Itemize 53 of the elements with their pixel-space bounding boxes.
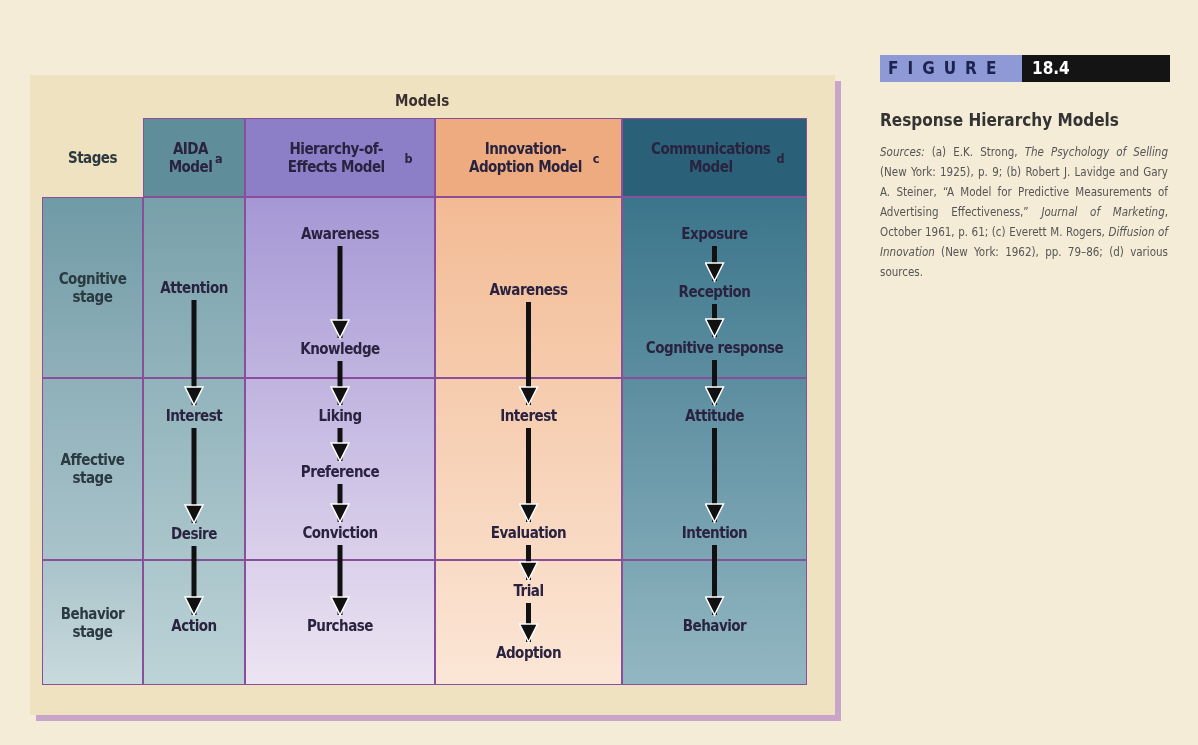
model-column — [143, 118, 245, 685]
arrow — [518, 302, 539, 406]
models-heading: Models — [395, 92, 450, 110]
model-column — [622, 118, 807, 685]
stage-term: Trial — [513, 582, 544, 600]
model-column — [435, 118, 622, 685]
stage-term: Intention — [681, 524, 748, 542]
stage-term: Attention — [160, 279, 228, 297]
stage-term: Attitude — [685, 407, 744, 425]
column-header: AIDA Model$^{a}$ — [144, 119, 244, 198]
stage-term: Knowledge — [300, 340, 380, 358]
arrow — [330, 484, 350, 523]
arrow — [184, 428, 204, 524]
stage-term: Preference — [300, 463, 380, 481]
arrow — [330, 428, 350, 462]
stage-term: Reception — [678, 283, 751, 301]
stage-term: Cognitive response — [645, 339, 784, 357]
stage-term: Interest — [500, 407, 557, 425]
stage-term: Awareness — [300, 225, 380, 243]
stage-cell: Affective stage — [42, 378, 143, 560]
source-note: Sources: (a) E.K. Strong, The Psychology of Selling (New York: 1925), p. 9; (b) Robert J. Lavidge and Gary A. Steiner, “A Model for Predictive Measurements of Advertising Effectiveness,” Journal of Marketing, October 1961, p. 61; (c) Everett M. Rogers, Diffusion of Innovation (New York: 1962), pp. 79–86; (d) various sources. — [880, 144, 1168, 281]
stage-term: Adoption — [496, 644, 561, 662]
stage-term: Liking — [318, 407, 362, 425]
arrow — [704, 428, 725, 523]
arrow — [704, 304, 725, 338]
stage-term: Interest — [165, 407, 223, 425]
stage-term: Purchase — [306, 617, 374, 635]
stage-cell: Cognitive stage — [42, 197, 143, 378]
arrow — [184, 546, 204, 616]
stage-cell: Behavior stage — [42, 560, 143, 685]
stage-term: Evaluation — [490, 524, 567, 542]
column-heading: Stages — [42, 118, 143, 197]
arrow — [184, 300, 204, 406]
stage-term: Desire — [171, 525, 217, 543]
arrow — [518, 603, 539, 643]
arrow — [704, 360, 725, 406]
stage-term: Behavior — [682, 617, 747, 635]
model-column — [245, 118, 435, 685]
stage-term: Exposure — [681, 225, 748, 243]
arrow — [704, 246, 725, 282]
figure-title: Response Hierarchy Models — [880, 110, 1119, 130]
arrow — [330, 361, 350, 406]
column-header: Innovation-Adoption Model$^{c}$ — [436, 119, 621, 198]
arrow — [330, 246, 350, 339]
arrow — [330, 545, 350, 616]
stage-term: Awareness — [489, 281, 568, 299]
arrow — [518, 545, 539, 581]
arrow — [518, 428, 539, 523]
stage-term: Action — [171, 617, 217, 635]
stage-term: Conviction — [302, 524, 378, 542]
figure-number: 18.4 — [1022, 55, 1170, 82]
figure-label: FIGURE — [880, 55, 1022, 82]
arrow — [704, 545, 725, 616]
